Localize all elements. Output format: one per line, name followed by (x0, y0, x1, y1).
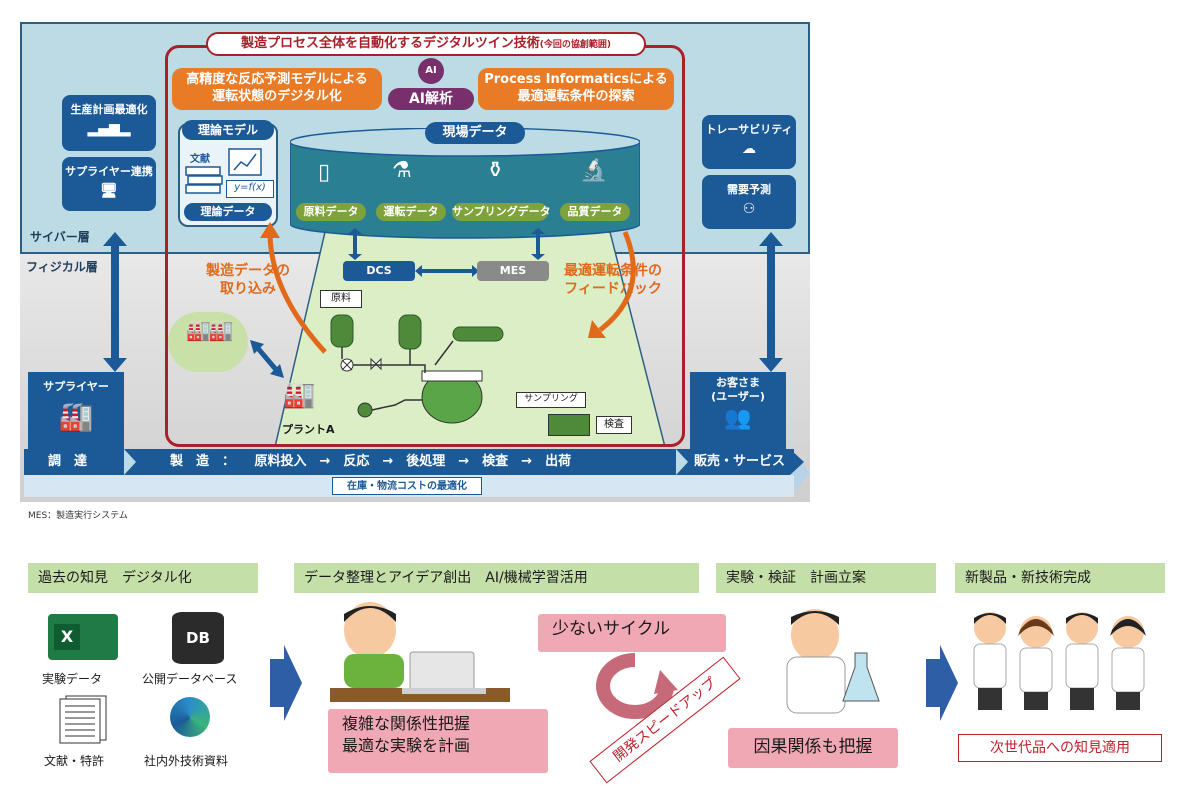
customer-label: お客さま (ユーザー) (711, 376, 765, 403)
formula-box: y=f(x) (226, 180, 274, 198)
factory-link-arrow (250, 340, 284, 378)
manufacture-chevron (676, 449, 688, 475)
theory-data-label: 理論データ (184, 203, 272, 221)
edge-browser-icon (170, 697, 210, 737)
process-bar (24, 449, 794, 475)
step-header-experiment: 実験・検証 計画立案 (716, 563, 936, 593)
supplier-vertical-arrow (103, 232, 127, 372)
cloud-icon: ☁ (742, 141, 756, 157)
scope-title-text: 製造プロセス全体を自動化するデジタルツイン技術 (241, 36, 540, 51)
genba-item-quality: 品質データ (560, 203, 630, 221)
dcs-box: DCS (343, 261, 415, 281)
scientist-illustration (786, 609, 880, 714)
plant-equipment (330, 314, 504, 424)
supplier-collab-card: サプライヤー連携 🖥 (62, 157, 156, 211)
drum-icon: ▯ (318, 160, 331, 185)
causal-box: 因果関係も把握 (728, 728, 898, 768)
system-connectors (348, 228, 545, 277)
plant-factory-icon: 🏭 (283, 380, 316, 410)
microscope-icon: 🔬 (580, 158, 608, 183)
traceability-card: トレーサビリティ ☁ (702, 115, 796, 169)
inventory-optimization-label: 在庫・物流コストの最適化 (332, 477, 482, 495)
supplier-box: サプライヤー 🏭 (28, 372, 124, 452)
step-arrow-1 (270, 645, 302, 721)
inspection-unit (548, 414, 590, 436)
ai-analysis-label: AI解析 (388, 88, 474, 110)
supplier-factory-cluster (168, 312, 248, 372)
prediction-model-pill: 高精度な反応予測モデルによる 運転状態のデジタル化 (172, 68, 382, 110)
supplier-factory-icon: 🏭 (58, 400, 94, 433)
plant-a-label: プラントA (282, 423, 335, 436)
customer-people-icon: 👥 (724, 406, 752, 431)
few-cycles-box: 少ないサイクル (538, 614, 726, 652)
flask-icon: ⚱ (486, 158, 505, 183)
step-arrow-3 (926, 645, 958, 721)
theory-model-title: 理論モデル (182, 120, 274, 140)
sampling-tag: サンプリング (516, 392, 586, 408)
public-database-label: 公開データベース (142, 672, 238, 686)
supplier-label: サプライヤー (43, 380, 109, 393)
excel-icon-letter: X (54, 624, 80, 650)
sales-service-label: 販売・サービス (694, 454, 786, 469)
reactor-icon: ⚗ (392, 158, 412, 183)
demand-forecast-label: 需要予測 (727, 183, 771, 196)
next-gen-box: 次世代品への知見適用 (958, 734, 1162, 762)
procure-label: 調 達 (48, 454, 88, 469)
books-icon (185, 166, 223, 194)
genba-item-raw: 原料データ (296, 203, 366, 221)
literature-label: 文献 (190, 154, 210, 165)
procure-chevron (124, 449, 136, 475)
traceability-label: トレーサビリティ (705, 123, 793, 136)
computer-user-icon: 🖥 (100, 183, 118, 199)
database-icon: DB (172, 612, 224, 664)
supplier-collab-label: サプライヤー連携 (65, 165, 153, 178)
process-bar-arrowhead (790, 449, 810, 497)
process-informatics-pill: Process Informaticsによる 最適運転条件の探索 (478, 68, 674, 110)
researcher-laptop-illustration (330, 602, 510, 702)
manufacture-flow-label: 製 造 ： 原料投入 → 反応 → 後処理 → 検査 → 出荷 (170, 454, 572, 469)
ai-head-icon: AI (418, 58, 444, 84)
production-planning-card: 生産計画最適化 ▂▄▆▂ (62, 95, 156, 151)
scope-title: 製造プロセス全体を自動化するデジタルツイン技術(今回の協創範囲) (206, 32, 646, 56)
step-header-complete: 新製品・新技術完成 (955, 563, 1165, 593)
documents-icon (59, 695, 107, 744)
excel-icon: X (48, 614, 118, 660)
demand-forecast-card: 需要予測 ⚇ (702, 175, 796, 229)
internal-docs-label: 社内外技術資料 (144, 754, 229, 768)
genba-item-sampling: サンプリングデータ (452, 203, 551, 221)
step-header-ai: データ整理とアイデア創出 AI/機械学習活用 (294, 563, 699, 593)
cycle-icon (596, 653, 678, 719)
papers-patents-label: 文献・特許 (44, 754, 105, 768)
genba-cylinder (290, 128, 640, 239)
customer-vertical-arrow (759, 232, 783, 372)
team-celebration-illustration (973, 612, 1146, 710)
raw-material-tag: 原料 (320, 290, 362, 308)
chart-icon: ▂▄▆▂ (87, 121, 131, 137)
physical-layer-label: フィジカル層 (26, 260, 98, 274)
step-header-digitize: 過去の知見 デジタル化 (28, 563, 258, 593)
production-planning-label: 生産計画最適化 (70, 103, 148, 116)
genba-item-operation: 運転データ (376, 203, 446, 221)
graph-icon (228, 148, 262, 176)
data-intake-label: 製造データの 取り込み (206, 263, 290, 297)
complex-relations-box: 複雑な関係性把握 最適な実験を計画 (328, 709, 548, 773)
experiment-data-label: 実験データ (42, 672, 103, 686)
scope-title-note: (今回の協創範囲) (539, 40, 611, 50)
cyber-layer-label: サイバー層 (30, 230, 90, 244)
feedback-label: 最適運転条件の フィードバック (564, 263, 662, 297)
footnote: MES：製造実行システム (28, 511, 128, 521)
mes-box: MES (477, 261, 549, 281)
flow-arrows (260, 222, 636, 354)
inspection-tag: 検査 (596, 416, 632, 434)
genba-data-title: 現場データ (425, 122, 525, 144)
customer-box: お客さま (ユーザー) 👥 (690, 372, 786, 452)
people-icon: ⚇ (742, 201, 756, 217)
factories-icon: 🏭🏭 (186, 318, 234, 342)
